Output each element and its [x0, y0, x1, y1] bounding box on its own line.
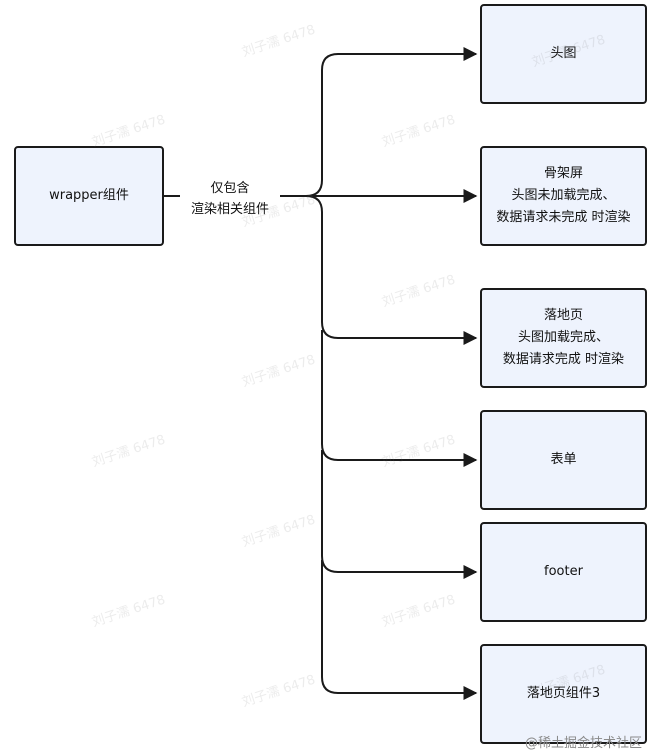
node-text-line: 表单 — [550, 452, 577, 467]
edge-to-footer — [321, 450, 478, 579]
site-watermark-text: @稀土掘金技术社区 — [524, 736, 642, 751]
edge-to-landing-component-3 — [321, 560, 478, 700]
header-image-node: 头图 — [480, 4, 647, 104]
edge-to-header-image — [305, 47, 478, 197]
node-text-line: 落地页 — [543, 308, 583, 323]
node-text-line: 数据请求未完成 时渲染 — [496, 210, 631, 225]
wrapper-component-label: wrapper组件 — [49, 188, 129, 203]
node-text-line: 头图加载完成、 — [517, 330, 609, 345]
edge-label: 仅包含 渲染相关组件 — [180, 178, 280, 220]
edge-label-line-1: 仅包含 — [210, 181, 250, 196]
edge-to-form — [321, 330, 478, 467]
footer-node: footer — [480, 522, 647, 622]
node-text-line: 骨架屏 — [543, 166, 583, 181]
wrapper-component-node: wrapper组件 — [14, 146, 164, 246]
landing-page-component-3-node: 落地页组件3 — [480, 644, 647, 744]
form-node: 表单 — [480, 410, 647, 510]
node-text-line: 数据请求完成 时渲染 — [502, 352, 625, 367]
skeleton-screen-node: 骨架屏 头图未加载完成、 数据请求未完成 时渲染 — [480, 146, 647, 246]
landing-page-node: 落地页 头图加载完成、 数据请求完成 时渲染 — [480, 288, 647, 388]
node-text-line: footer — [544, 564, 583, 579]
node-text-line: 头图 — [550, 46, 577, 61]
edge-label-line-2: 渲染相关组件 — [190, 202, 269, 217]
node-text-line: 头图未加载完成、 — [511, 188, 616, 203]
edge-to-landing-page — [305, 195, 478, 345]
node-text-line: 落地页组件3 — [526, 686, 601, 701]
